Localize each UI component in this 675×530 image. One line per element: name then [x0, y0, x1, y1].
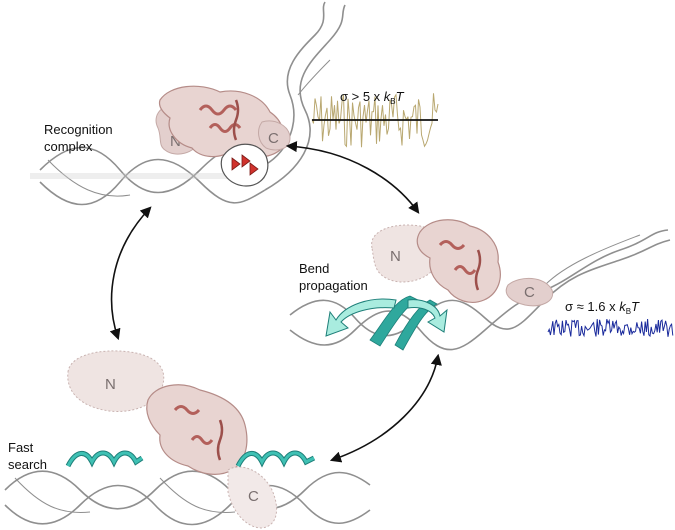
teal-coil-left-inner — [66, 451, 143, 467]
protein-recognition — [158, 85, 285, 158]
fast-label-line1: Fast — [8, 440, 34, 455]
recognition-pocket — [220, 143, 269, 187]
signal-trace-low — [547, 318, 674, 338]
n-domain-top-label: N — [170, 133, 181, 150]
recognition-label-line1: Recognition — [44, 122, 113, 137]
c-domain-top — [258, 120, 291, 151]
fast-label-line2: search — [8, 457, 47, 472]
sigma-label-low: σ ≈ 1.6 x kBT — [565, 299, 640, 316]
bend-propagation-ribbon — [325, 295, 448, 351]
teal-arrow-left-icon — [325, 298, 397, 337]
c-domain-bottom — [227, 466, 278, 529]
n-domain-bottom — [67, 350, 165, 412]
protein-bend — [416, 219, 501, 303]
bend-label-line2: propagation — [299, 278, 368, 293]
arrow-left-vertical — [109, 206, 152, 341]
protein-search — [146, 384, 248, 475]
bend-dna — [289, 229, 671, 351]
c-domain-right — [505, 277, 554, 307]
teal-arrow-right-icon — [407, 299, 448, 333]
c-domain-top-label: C — [268, 130, 279, 147]
teal-coil-right-inner — [236, 451, 315, 467]
arrow-bottom-right — [329, 353, 442, 463]
arrow-top-right — [285, 140, 420, 214]
n-domain-bottom-label: N — [105, 376, 116, 393]
c-domain-right-label: C — [524, 284, 535, 301]
sigma-label-high: σ > 5 x kBT — [340, 89, 405, 106]
n-domain-right-label: N — [390, 248, 401, 265]
recognition-label-line2: complex — [44, 139, 93, 154]
bend-label-line1: Bend — [299, 261, 329, 276]
signal-trace-high — [311, 93, 439, 148]
search-dna — [4, 470, 371, 526]
c-domain-bottom-label: C — [248, 488, 259, 505]
